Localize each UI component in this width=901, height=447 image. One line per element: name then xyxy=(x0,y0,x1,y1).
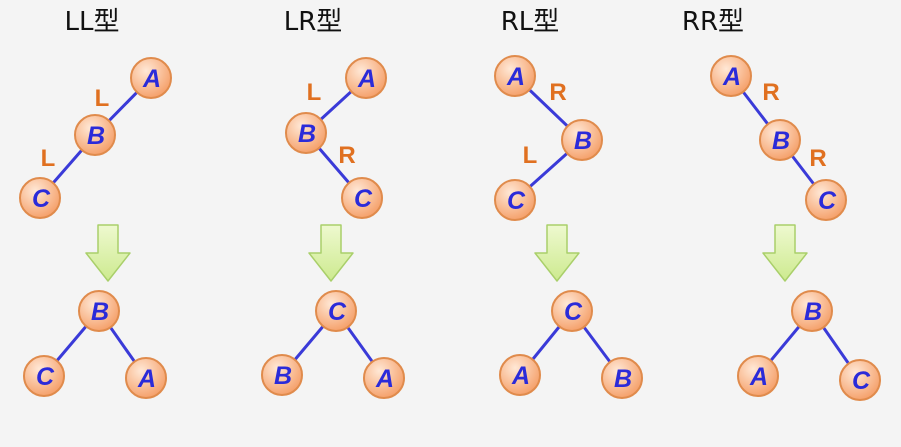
panel-2-before-node-A-circle xyxy=(345,57,387,99)
panel-1-before-node-C: C xyxy=(19,177,61,219)
panel-3-after-node-right: B xyxy=(601,357,643,399)
panel-2-before-node-B: B xyxy=(285,112,327,154)
panel-3-after-node-root: C xyxy=(551,290,593,332)
panel-3-after-node-left-circle xyxy=(499,354,541,396)
panel-2-before-node-C-circle xyxy=(341,177,383,219)
panel-2-edge-label-2: R xyxy=(338,142,355,169)
panel-4-before-node-B: B xyxy=(759,119,801,161)
panel-1-after-node-root-label: B xyxy=(91,298,109,326)
panel-2-before-node-C-label: C xyxy=(354,185,373,213)
panel-2-before-node-B-circle xyxy=(285,112,327,154)
panel-2-after-node-left: B xyxy=(261,354,303,396)
panel-2-before-node-C: C xyxy=(341,177,383,219)
panel-4-before-node-A-label: A xyxy=(722,63,741,91)
panel-4-after-node-left: A xyxy=(737,355,779,397)
panel-4-after-node-left-label: A xyxy=(749,363,768,391)
panel-1-before-node-B: B xyxy=(74,114,116,156)
panel-2-after-node-left-label: B xyxy=(274,362,292,390)
panel-1-after-node-right-circle xyxy=(125,357,167,399)
panel-1-after-node-root-circle xyxy=(78,290,120,332)
panel-4-before-node-A: A xyxy=(710,55,752,97)
panel-3-before-node-C: C xyxy=(494,179,536,221)
panel-2-after-node-right-label: A xyxy=(375,365,394,393)
panel-2-before-node-A: A xyxy=(345,57,387,99)
panel-2-after-node-root-label: C xyxy=(328,298,347,326)
panel-1-before-node-A-label: A xyxy=(142,65,161,93)
panel-4-after-node-root-circle xyxy=(791,290,833,332)
panel-4-after-node-right-label: C xyxy=(852,367,871,395)
panel-1-down-arrow xyxy=(85,224,131,282)
panel-2-before-node-A-label: A xyxy=(357,65,376,93)
panel-4-after-node-root: B xyxy=(791,290,833,332)
panel-4-before-node-B-circle xyxy=(759,119,801,161)
panel-2-title: LR型 xyxy=(284,7,343,37)
panel-2-after-node-right: A xyxy=(363,357,405,399)
panel-1-before-node-C-circle xyxy=(19,177,61,219)
panel-3-title: RL型 xyxy=(501,7,560,37)
panel-2-after-node-root-circle xyxy=(315,290,357,332)
panel-1-after-node-right: A xyxy=(125,357,167,399)
panel-1-before-node-B-label: B xyxy=(87,122,105,150)
panel-4-edge-label-2: R xyxy=(809,145,826,172)
panel-4-after-node-right: C xyxy=(839,359,881,401)
panel-3-before-node-A: A xyxy=(494,55,536,97)
panel-1-edge-label-1: L xyxy=(95,85,110,112)
panel-4-before-node-A-circle xyxy=(710,55,752,97)
panel-4-before-node-B-label: B xyxy=(772,127,790,155)
panel-3-before-node-B: B xyxy=(561,119,603,161)
panel-1-after-node-right-label: A xyxy=(137,365,156,393)
panel-1-before-node-C-label: C xyxy=(32,185,51,213)
panel-1-after-node-left: C xyxy=(23,355,65,397)
panel-1-after-node-left-circle xyxy=(23,355,65,397)
panel-3-after-node-left-label: A xyxy=(511,362,530,390)
panel-2-down-arrow xyxy=(308,224,354,282)
panel-3-before-node-C-circle xyxy=(494,179,536,221)
panel-4-title: RR型 xyxy=(682,7,744,37)
panel-4-before-node-C-label: C xyxy=(818,187,837,215)
panel-3-down-arrow xyxy=(534,224,580,282)
panel-3-after-node-right-label: B xyxy=(614,365,632,393)
panel-3-before-node-A-circle xyxy=(494,55,536,97)
panel-2-before-node-B-label: B xyxy=(298,120,316,148)
panel-1-before-node-A: A xyxy=(130,57,172,99)
panel-1-title: LL型 xyxy=(65,7,120,37)
panel-1-after-node-left-label: C xyxy=(36,363,55,391)
panel-2-after-node-root: C xyxy=(315,290,357,332)
panel-4-down-arrow xyxy=(762,224,808,282)
panel-4-before-node-C: C xyxy=(805,179,847,221)
panel-3-after-node-right-circle xyxy=(601,357,643,399)
panel-2-after-node-right-circle xyxy=(363,357,405,399)
panel-1-before-node-B-circle xyxy=(74,114,116,156)
panel-4-edge-label-1: R xyxy=(762,79,779,106)
panel-3-before-node-B-circle xyxy=(561,119,603,161)
panel-3-before-node-B-label: B xyxy=(574,127,592,155)
panel-3-after-node-root-circle xyxy=(551,290,593,332)
panel-2-edge-label-1: L xyxy=(307,79,322,106)
panel-4-after-node-root-label: B xyxy=(804,298,822,326)
panel-3-after-node-left: A xyxy=(499,354,541,396)
panel-3-before-node-A-label: A xyxy=(506,63,525,91)
panel-4-after-node-left-circle xyxy=(737,355,779,397)
panel-1-after-node-root: B xyxy=(78,290,120,332)
panel-3-before-node-C-label: C xyxy=(507,187,526,215)
panel-2-after-node-left-circle xyxy=(261,354,303,396)
panel-3-after-node-root-label: C xyxy=(564,298,583,326)
panel-3-edge-label-2: L xyxy=(523,142,538,169)
panel-3-edge-label-1: R xyxy=(549,79,566,106)
panel-4-before-node-C-circle xyxy=(805,179,847,221)
panel-4-after-node-right-circle xyxy=(839,359,881,401)
panel-1-edge-label-2: L xyxy=(41,145,56,172)
panel-1-before-node-A-circle xyxy=(130,57,172,99)
